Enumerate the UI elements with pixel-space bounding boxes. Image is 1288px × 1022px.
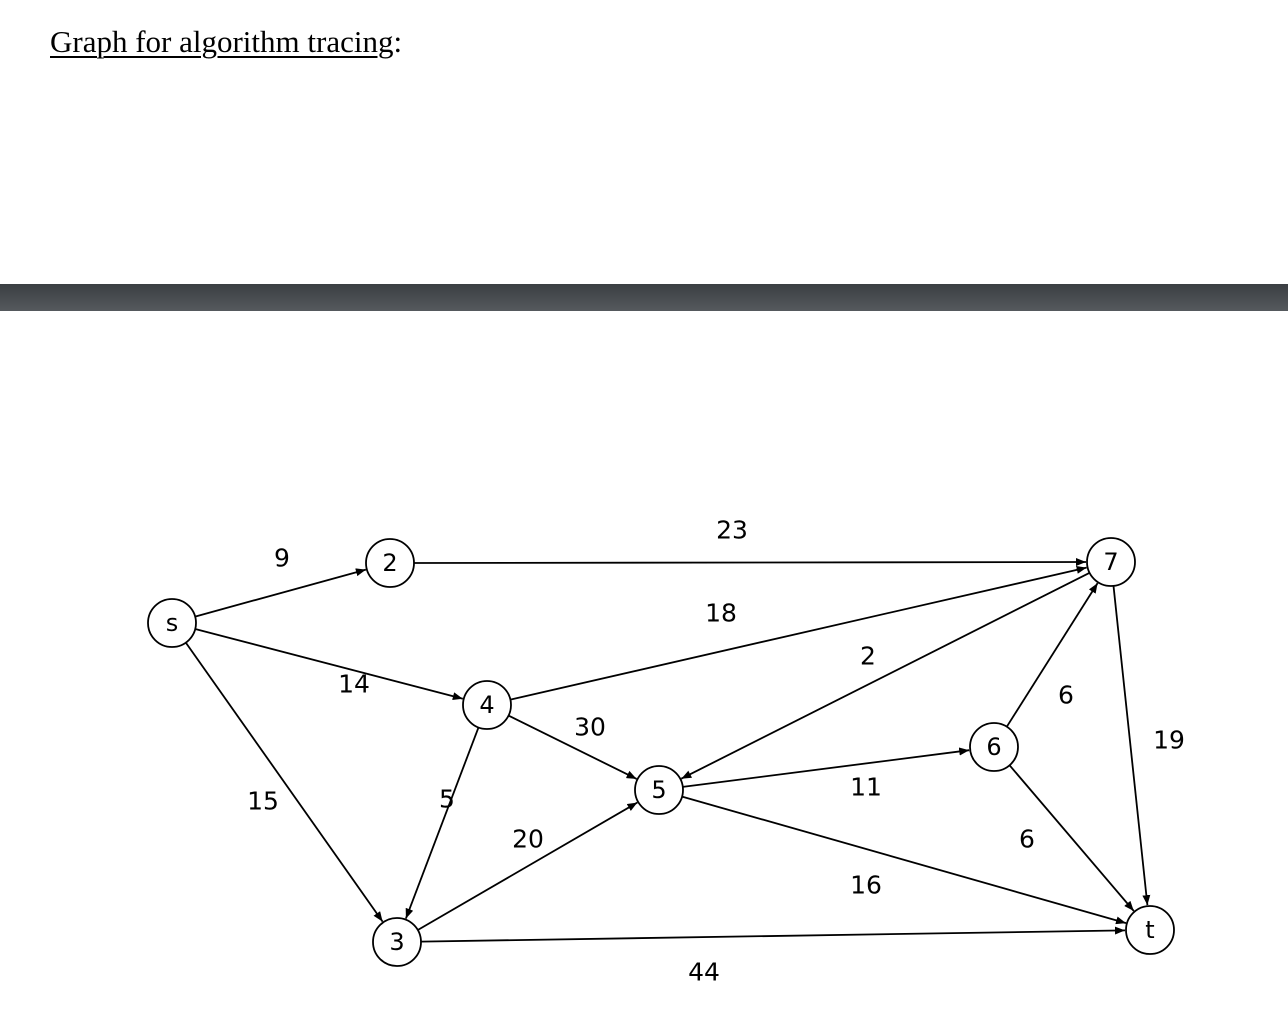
- node-t: t: [1125, 905, 1175, 955]
- node-label-5: 5: [651, 776, 666, 804]
- edge-weight-5-to-6: 11: [850, 773, 882, 802]
- heading-text: Graph for algorithm tracing: [50, 24, 394, 59]
- edge-weight-7-to-t: 19: [1153, 726, 1185, 755]
- edge-weight-s-to-4: 14: [338, 670, 370, 699]
- node-circle-4: [462, 680, 512, 730]
- node-circle-5: [634, 765, 684, 815]
- edge-6-to-t: [1008, 764, 1135, 912]
- edge-weight-3-to-5: 20: [512, 825, 544, 854]
- edge-5-to-6: [682, 747, 970, 788]
- node-circle-6: [969, 722, 1019, 772]
- edge-2-to-7: [413, 558, 1087, 567]
- edge-weight-s-to-3: 15: [247, 787, 279, 816]
- node-label-2: 2: [382, 549, 397, 577]
- edge-weight-5-to-t: 16: [850, 871, 882, 900]
- edge-s-to-2: [194, 568, 367, 618]
- edge-5-to-t: [681, 795, 1127, 925]
- edges-layer: [185, 558, 1151, 943]
- node-s: s: [147, 598, 197, 648]
- node-4: 4: [462, 680, 512, 730]
- edge-6-to-7: [1006, 582, 1099, 728]
- edge-s-to-3: [185, 642, 384, 923]
- section-separator: [0, 284, 1288, 311]
- edge-weight-6-to-7: 6: [1058, 681, 1074, 710]
- node-label-7: 7: [1103, 548, 1118, 576]
- heading-colon: :: [393, 24, 403, 59]
- edge-weight-s-to-2: 9: [274, 544, 290, 573]
- edge-7-to-5: [680, 571, 1091, 780]
- node-circle-3: [372, 917, 422, 967]
- node-6: 6: [969, 722, 1019, 772]
- edge-4-to-3: [405, 727, 480, 919]
- node-circle-s: [147, 598, 197, 648]
- node-label-4: 4: [479, 691, 494, 719]
- node-2: 2: [365, 538, 415, 588]
- edge-7-to-t: [1112, 585, 1151, 906]
- edge-4-to-7: [510, 565, 1087, 701]
- edge-3-to-5: [417, 801, 638, 931]
- edge-weight-4-to-3: 5: [439, 785, 455, 814]
- edge-weight-6-to-t: 6: [1019, 825, 1035, 854]
- edge-s-to-4: [194, 628, 464, 701]
- node-label-6: 6: [986, 733, 1001, 761]
- edge-weight-4-to-5: 30: [574, 713, 606, 742]
- edge-weight-7-to-5: 2: [860, 642, 876, 671]
- node-circle-2: [365, 538, 415, 588]
- node-7: 7: [1086, 537, 1136, 587]
- node-3: 3: [372, 917, 422, 967]
- edge-weight-2-to-7: 23: [716, 516, 748, 545]
- node-label-3: 3: [389, 928, 404, 956]
- node-circle-7: [1086, 537, 1136, 587]
- node-label-t: t: [1145, 916, 1154, 944]
- edge-weight-4-to-7: 18: [705, 599, 737, 628]
- edge-weight-3-to-t: 44: [688, 958, 720, 987]
- nodes-layer: s 2 3 4 5 6 7 t: [147, 537, 1175, 967]
- page-heading: Graph for algorithm tracing:: [50, 24, 402, 60]
- node-label-s: s: [166, 609, 179, 637]
- edge-4-to-5: [508, 714, 637, 780]
- node-5: 5: [634, 765, 684, 815]
- node-circle-t: [1125, 905, 1175, 955]
- edge-3-to-t: [420, 926, 1126, 943]
